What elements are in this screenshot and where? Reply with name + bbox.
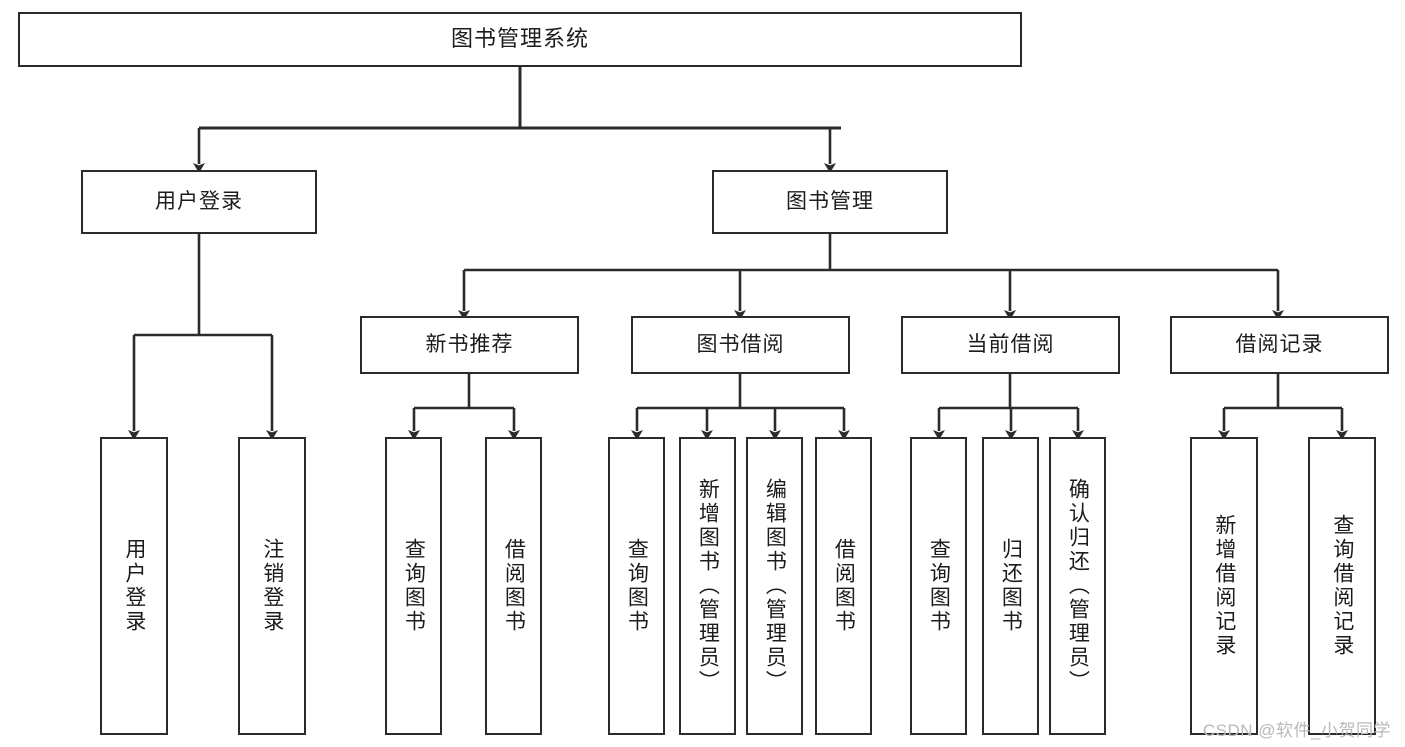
node-leaf-borrow-book-2-label: 借阅图书 bbox=[832, 538, 856, 634]
node-leaf-add-book-label: 新增图书（管理员） bbox=[696, 478, 720, 694]
node-leaf-query-book-2[interactable]: 查询图书 bbox=[608, 437, 665, 735]
node-book-manage[interactable]: 图书管理 bbox=[712, 170, 948, 234]
node-leaf-user-login-label: 用户登录 bbox=[122, 538, 146, 634]
node-leaf-edit-book-label: 编辑图书（管理员） bbox=[763, 478, 787, 694]
node-borrow-record[interactable]: 借阅记录 bbox=[1170, 316, 1389, 374]
node-leaf-borrow-book-1-label: 借阅图书 bbox=[502, 538, 526, 634]
node-leaf-query-book-3-label: 查询图书 bbox=[927, 538, 951, 634]
node-root[interactable]: 图书管理系统 bbox=[18, 12, 1022, 67]
node-borrow-record-label: 借阅记录 bbox=[1235, 333, 1324, 357]
node-leaf-borrow-book-1[interactable]: 借阅图书 bbox=[485, 437, 542, 735]
node-new-book-rec[interactable]: 新书推荐 bbox=[360, 316, 579, 374]
node-leaf-borrow-book-2[interactable]: 借阅图书 bbox=[815, 437, 872, 735]
node-user-login-label: 用户登录 bbox=[155, 190, 243, 214]
node-leaf-confirm-return[interactable]: 确认归还（管理员） bbox=[1049, 437, 1106, 735]
node-leaf-return-book-label: 归还图书 bbox=[999, 538, 1023, 634]
node-new-book-rec-label: 新书推荐 bbox=[425, 333, 514, 357]
node-leaf-user-login[interactable]: 用户登录 bbox=[100, 437, 168, 735]
node-leaf-add-record[interactable]: 新增借阅记录 bbox=[1190, 437, 1258, 735]
node-user-login[interactable]: 用户登录 bbox=[81, 170, 317, 234]
node-leaf-add-book[interactable]: 新增图书（管理员） bbox=[679, 437, 736, 735]
node-book-manage-label: 图书管理 bbox=[786, 190, 874, 214]
node-book-borrow-label: 图书借阅 bbox=[696, 333, 785, 357]
node-root-label: 图书管理系统 bbox=[450, 26, 589, 52]
node-leaf-edit-book[interactable]: 编辑图书（管理员） bbox=[746, 437, 803, 735]
node-leaf-query-book-1[interactable]: 查询图书 bbox=[385, 437, 442, 735]
node-leaf-query-record[interactable]: 查询借阅记录 bbox=[1308, 437, 1376, 735]
node-leaf-query-book-1-label: 查询图书 bbox=[402, 538, 426, 634]
node-leaf-confirm-return-label: 确认归还（管理员） bbox=[1066, 478, 1090, 694]
node-current-borrow[interactable]: 当前借阅 bbox=[901, 316, 1120, 374]
node-leaf-query-record-label: 查询借阅记录 bbox=[1330, 514, 1354, 658]
node-leaf-logout-label: 注销登录 bbox=[260, 538, 284, 634]
node-leaf-query-book-2-label: 查询图书 bbox=[625, 538, 649, 634]
node-leaf-query-book-3[interactable]: 查询图书 bbox=[910, 437, 967, 735]
csdn-watermark: CSDN @软件_小贺同学 bbox=[1202, 721, 1391, 740]
node-leaf-return-book[interactable]: 归还图书 bbox=[982, 437, 1039, 735]
node-book-borrow[interactable]: 图书借阅 bbox=[631, 316, 850, 374]
node-leaf-add-record-label: 新增借阅记录 bbox=[1212, 514, 1236, 658]
node-current-borrow-label: 当前借阅 bbox=[966, 333, 1055, 357]
node-leaf-logout[interactable]: 注销登录 bbox=[238, 437, 306, 735]
